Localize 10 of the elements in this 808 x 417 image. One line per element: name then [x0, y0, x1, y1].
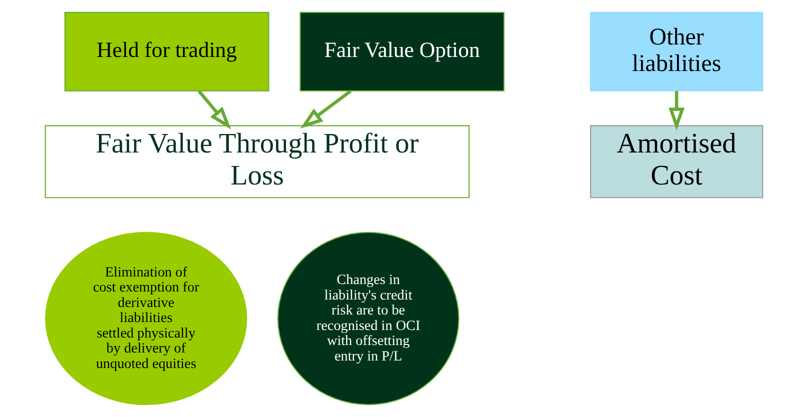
arrow — [198, 90, 232, 130]
node-ellipse: Elimination of cost exemption for derivative liabilities settled physically by delivery of unquoted equities — [45, 232, 248, 406]
node-box: Fair Value Through Profit or Loss — [44, 125, 470, 198]
arrow — [668, 91, 685, 131]
arrow — [300, 90, 352, 129]
node-box: Other liabilities — [590, 12, 764, 92]
node-box: Amortised Cost — [590, 125, 764, 198]
node-box: Held for trading — [64, 12, 270, 92]
node-circle: Changes in liability's credit risk are to be recognised in OCI with offsetting entry in P/L — [277, 232, 460, 406]
node-box: Fair Value Option — [300, 12, 504, 92]
